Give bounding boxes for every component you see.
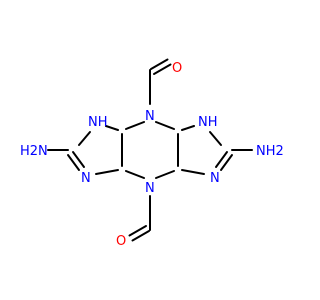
bond-n-lower-right-c [181,169,205,175]
atom-n-lower-left: N [81,171,91,186]
bond-n-top-c-left [125,121,145,130]
atom-n-lower-right: N [210,171,220,186]
bond-c-amidine-n-right-double-b [215,151,228,168]
bond-c-nh-upper-left [105,125,119,131]
atom-nh2-left: H2N [20,144,48,159]
bond-c-left-n-bottom [125,170,145,179]
bond-nh-c-amidine-left [78,131,91,146]
atom-n-top: N [145,109,155,124]
bond-o-c-top-double-a [153,63,172,75]
bond-c-amidine-n-left-double-b [72,151,85,168]
bond-c-o-bottom-double-a [131,230,150,242]
molecule-diagram: O N NH NH H2N NH2 N N N O [20,58,284,249]
atom-o-bottom: O [116,234,126,249]
bond-c-right-n-bottom [155,170,175,179]
bonds [47,58,253,242]
atom-nh-upper-right: NH [198,115,218,130]
atom-n-bottom: N [145,181,155,196]
bond-c-o-bottom-double-b [128,225,147,237]
bond-n-top-c-right [155,121,175,130]
bond-n-lower-left-c [95,169,119,175]
atom-o-top: O [172,61,182,76]
atom-nh-upper-left: NH [88,115,108,130]
bond-nh-c-amidine-right [209,131,222,146]
atom-nh2-right: NH2 [256,144,284,159]
atom-labels: O N NH NH H2N NH2 N N N O [20,61,284,249]
bond-c-amidine-n-left-double-a [67,154,80,171]
bond-o-c-top-double-b [150,58,169,70]
bond-c-nh-upper-right [181,125,195,131]
bond-c-amidine-n-right-double-a [220,154,233,171]
